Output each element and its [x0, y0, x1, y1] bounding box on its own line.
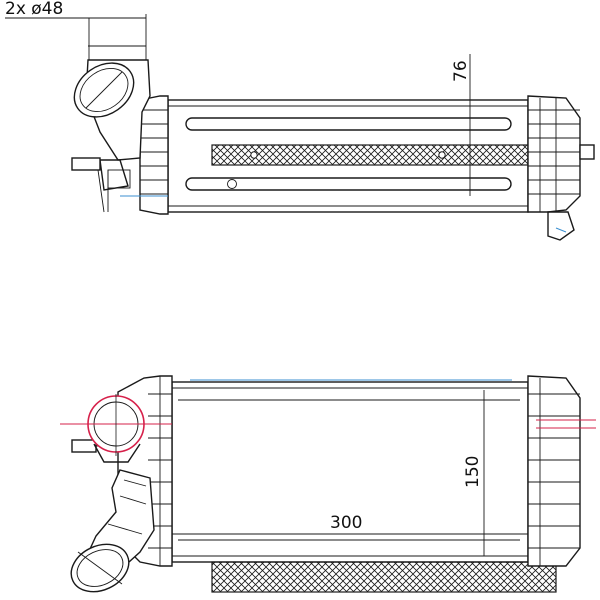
front-core-body: [171, 381, 529, 563]
height-dimension: 150: [463, 390, 485, 556]
diameter-label: 2x ø48: [5, 0, 63, 19]
depth-label: 76: [451, 60, 471, 82]
top-slot-upper: [185, 117, 512, 131]
length-dimension: 300: [172, 513, 528, 535]
front-inlet-pipe: [70, 469, 155, 593]
depth-dimension: 76: [451, 54, 471, 196]
length-label: 300: [330, 513, 362, 533]
top-hatched-mount: [211, 144, 557, 166]
top-inlet-pipe: [71, 45, 151, 213]
front-outlet-port: [60, 394, 172, 463]
front-right-tank: [527, 375, 596, 567]
top-view: 2x ø48: [5, 0, 595, 241]
front-hatched-mount: [211, 561, 557, 593]
front-view: 150 300: [60, 375, 596, 593]
top-right-tank: [527, 95, 595, 241]
height-label: 150: [463, 456, 483, 488]
diameter-dimension: 2x ø48: [5, 0, 147, 62]
top-slot-lower: [185, 177, 512, 191]
top-left-tank: [139, 95, 169, 215]
